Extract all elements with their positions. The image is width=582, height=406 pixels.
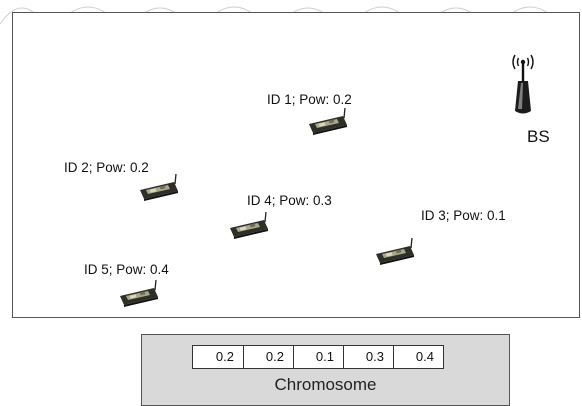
sensor-node-5-icon (120, 280, 158, 307)
gene-cell: 0.4 (393, 346, 443, 368)
network-field (12, 12, 580, 318)
node-2-label: ID 2; Pow: 0.2 (64, 160, 149, 175)
bs-label: BS (527, 127, 550, 146)
node-3-label: ID 3; Pow: 0.1 (421, 208, 506, 223)
sensor-node-1-icon (309, 108, 347, 135)
antenna-tower-icon (512, 54, 534, 114)
chromosome-genes: 0.2 0.2 0.1 0.3 0.4 (192, 345, 444, 369)
sensor-node-4-icon (230, 212, 268, 239)
chromosome-label: Chromosome (274, 375, 377, 394)
node-4-label: ID 4; Pow: 0.3 (247, 193, 332, 208)
gene-cell: 0.2 (243, 346, 293, 368)
gene-cell: 0.3 (343, 346, 393, 368)
sensor-node-2-icon (140, 174, 178, 201)
gene-cell: 0.2 (215, 349, 234, 364)
node-5-label: ID 5; Pow: 0.4 (84, 262, 169, 277)
node-1-label: ID 1; Pow: 0.2 (267, 92, 352, 107)
sensor-node-3-icon (376, 238, 414, 265)
gene-cell: 0.1 (293, 346, 343, 368)
